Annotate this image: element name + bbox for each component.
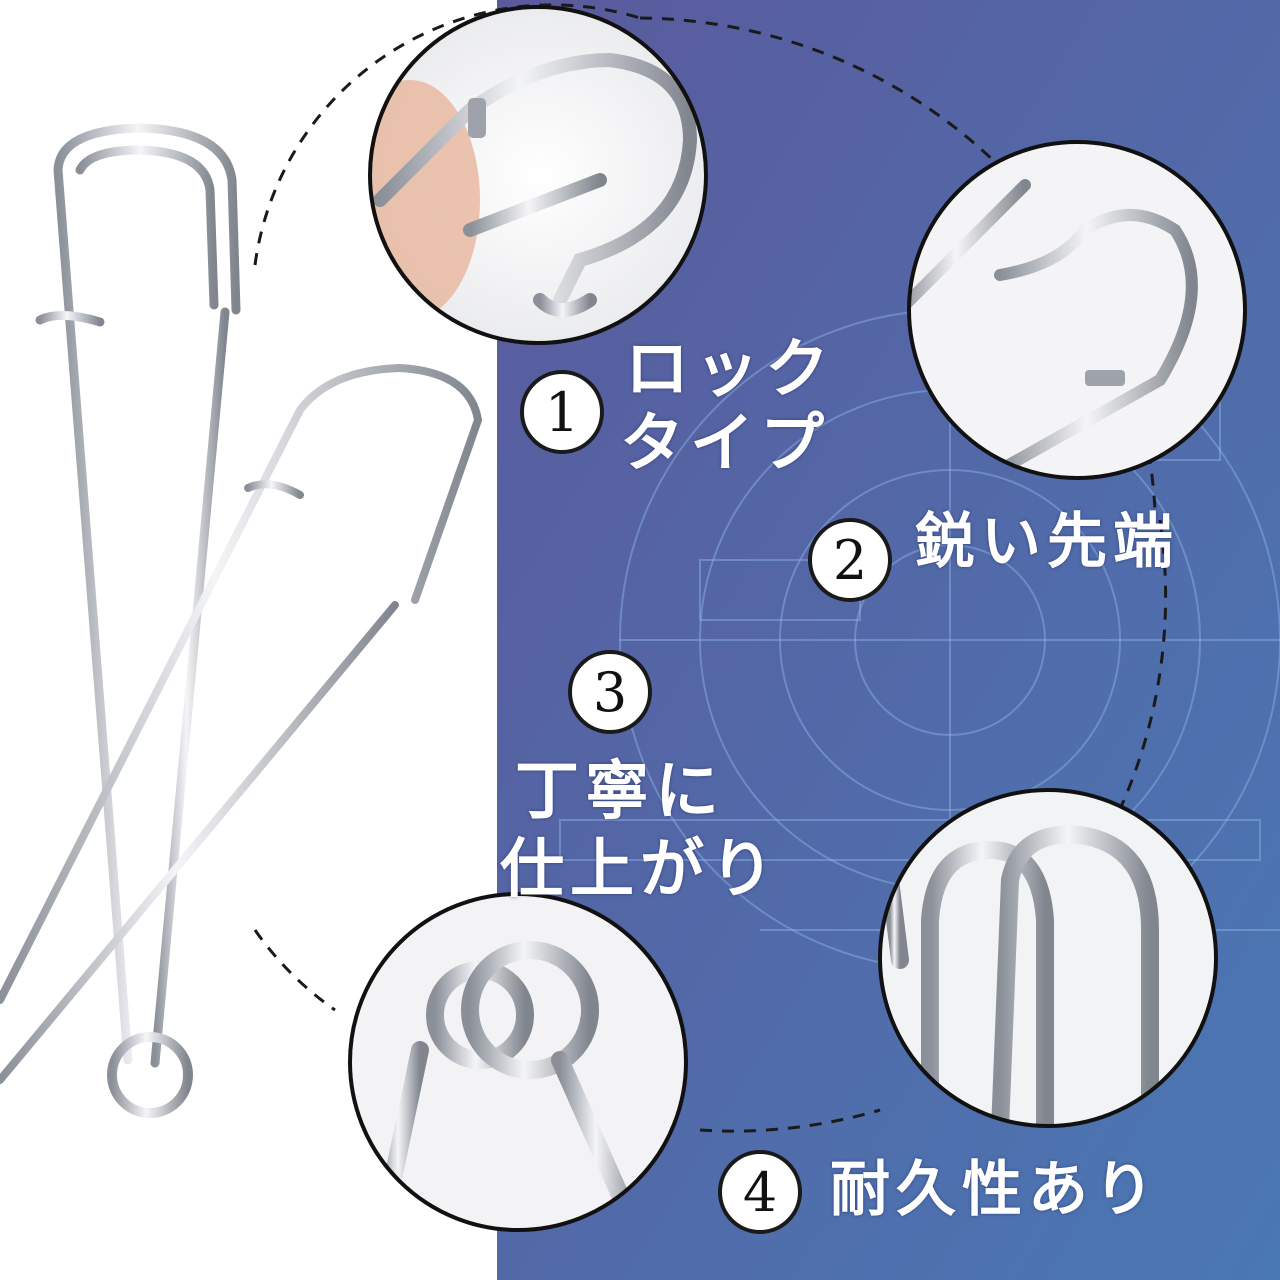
- feature-3-number: 3: [568, 650, 652, 734]
- safety-pin-large: [35, 123, 241, 1118]
- feature-4-line-1: 耐久性あり: [830, 1155, 1160, 1225]
- detail-circle-head: [880, 790, 1216, 1126]
- safety-pin-small: [0, 363, 483, 1084]
- feature-1-line-1: ロック: [625, 333, 835, 407]
- feature-2-line-1: 鋭い先端: [915, 507, 1179, 577]
- feature-4-number: 4: [718, 1150, 802, 1234]
- detail-circle-tip: [909, 142, 1245, 478]
- feature-1-line-2: タイプ: [620, 407, 830, 481]
- feature-3-line-2: 仕上がり: [500, 833, 780, 907]
- feature-1-number: 1: [520, 370, 604, 454]
- feature-3-line-1: 丁寧に: [515, 755, 725, 829]
- feature-2-number: 2: [808, 518, 892, 602]
